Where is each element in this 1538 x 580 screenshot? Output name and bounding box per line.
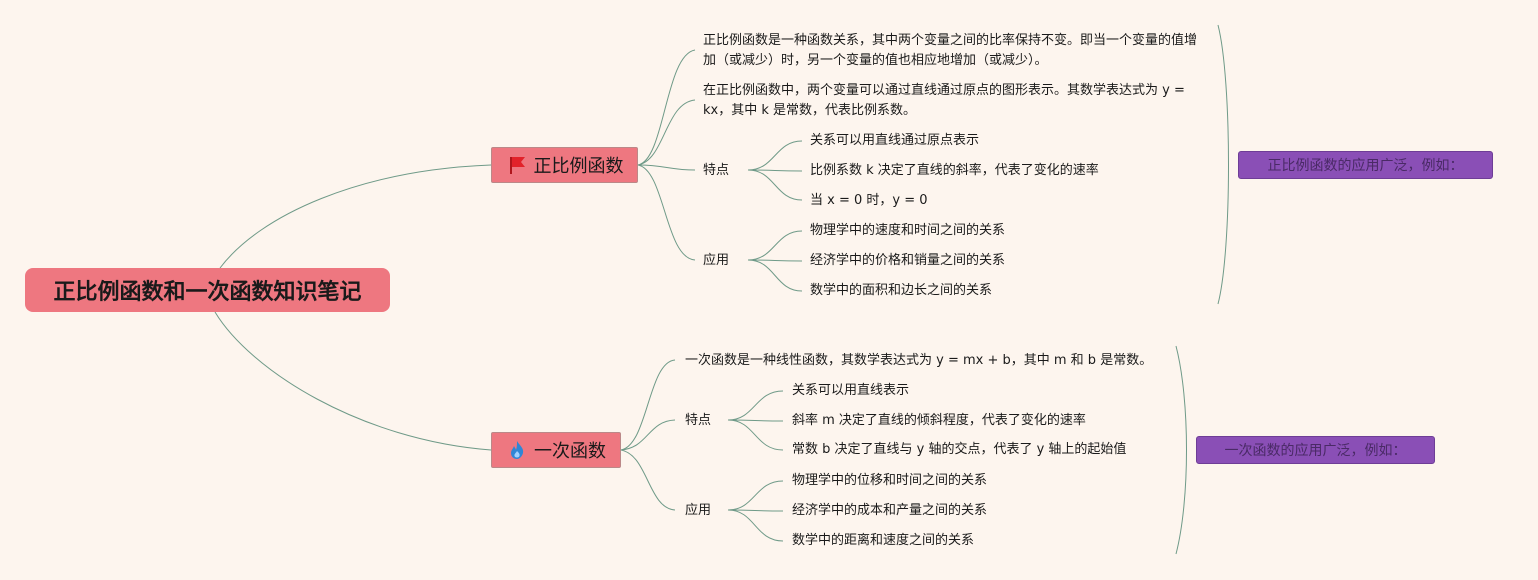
topic-proportional-function[interactable]: 正比例函数 [491,147,638,183]
summary-linear[interactable]: 一次函数的应用广泛，例如： [1196,436,1435,464]
list-item: 物理学中的位移和时间之间的关系 [792,473,988,488]
summary-text: 一次函数的应用广泛，例如： [1224,443,1407,459]
group-label-features: 特点 [703,163,730,178]
fire-icon [506,439,528,461]
list-item: 常数 b 决定了直线与 y 轴的交点，代表了 y 轴上的起始值 [792,442,1127,457]
list-item: 物理学中的速度和时间之间的关系 [810,223,1006,238]
topic-linear-function[interactable]: 一次函数 [491,432,621,468]
list-item: 经济学中的价格和销量之间的关系 [810,253,1006,268]
list-item: 数学中的面积和边长之间的关系 [810,283,993,298]
root-topic[interactable]: 正比例函数和一次函数知识笔记 [25,268,390,312]
list-item: 经济学中的成本和产量之间的关系 [792,503,988,518]
list-item: 斜率 m 决定了直线的倾斜程度，代表了变化的速率 [792,413,1086,428]
paragraph-definition: 一次函数是一种线性函数，其数学表达式为 y = mx + b，其中 m 和 b … [685,353,1153,368]
topic-title: 正比例函数 [533,156,624,177]
list-item: 比例系数 k 决定了直线的斜率，代表了变化的速率 [810,163,1099,178]
summary-proportional[interactable]: 正比例函数的应用广泛，例如： [1238,151,1493,179]
list-item: 关系可以用直线表示 [792,383,910,398]
root-title: 正比例函数和一次函数知识笔记 [53,280,362,305]
paragraph-graph: 在正比例函数中，两个变量可以通过直线通过原点的图形表示。其数学表达式为 y = … [703,83,1185,118]
group-label-applications: 应用 [703,253,730,268]
summary-text: 正比例函数的应用广泛，例如： [1267,158,1464,174]
group-label-applications: 应用 [685,503,712,518]
topic-title: 一次函数 [534,441,606,462]
list-item: 当 x = 0 时，y = 0 [810,193,928,208]
paragraph-definition: 正比例函数是一种函数关系，其中两个变量之间的比率保持不变。即当一个变量的值增加（… [703,33,1198,68]
list-item: 关系可以用直线通过原点表示 [810,133,980,148]
group-label-features: 特点 [685,413,712,428]
flag-icon [506,154,528,176]
list-item: 数学中的距离和速度之间的关系 [792,533,975,548]
